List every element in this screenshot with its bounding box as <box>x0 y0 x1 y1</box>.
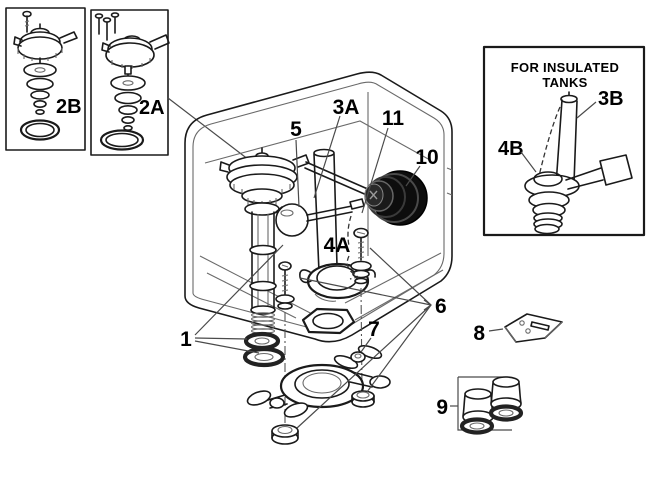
bolt-caps-kit <box>457 376 524 435</box>
float-pivot-ball <box>275 203 309 237</box>
callout-3a: 3A <box>333 96 360 119</box>
tank-to-bowl-gasket <box>246 363 391 418</box>
inset-cap-kit-2a: 2A <box>90 9 254 164</box>
insulated-tube-leader <box>576 101 597 119</box>
tank-bolt-left <box>275 261 295 310</box>
callout-8: 8 <box>473 322 485 345</box>
insulated-title-line2: TANKS <box>542 75 587 90</box>
tank-bolt-right <box>350 227 372 285</box>
inset-cap-kit-2b: 2B <box>5 7 86 151</box>
screws-icon <box>94 12 120 41</box>
inset-2a-label: 2A <box>139 97 165 119</box>
trip-lever-block <box>504 313 563 343</box>
insulated-flapper-label: 4B <box>498 138 524 160</box>
hex-nut-left <box>271 424 299 445</box>
screw-icon <box>22 10 32 33</box>
fill-valve-cap <box>219 147 310 216</box>
refill-tube <box>304 161 371 197</box>
centerline-right <box>360 287 363 391</box>
insulated-flapper-leader <box>520 151 537 173</box>
shank-washers <box>242 331 286 368</box>
float-ball <box>364 170 428 226</box>
inset-2b-label: 2B <box>56 96 82 118</box>
fill-valve-assembly <box>219 147 371 368</box>
callout-1: 1 <box>180 328 192 351</box>
lock-nut <box>301 307 356 335</box>
insulated-tube-label: 3B <box>598 88 624 110</box>
leader-10 <box>405 165 421 187</box>
inset-2a-frame <box>90 9 169 156</box>
bolt-cap-left <box>459 388 495 435</box>
callout-11: 11 <box>382 107 405 130</box>
leader-lines <box>194 115 504 429</box>
tank-edge-ticks <box>446 167 453 196</box>
callout-labels: 1 5 3A 11 10 4A 6 7 8 9 <box>180 96 485 419</box>
callout-6: 6 <box>435 295 447 318</box>
leader-3a <box>313 115 341 199</box>
valve-cap-icon <box>101 34 170 69</box>
valve-cap-icon <box>13 23 78 62</box>
bolt-cap-right <box>488 376 524 422</box>
callout-7: 7 <box>368 318 380 341</box>
inset-insulated-tanks: FOR INSULATED TANKS 3B 4B <box>482 45 646 237</box>
callout-4a: 4A <box>324 234 351 257</box>
callout-10: 10 <box>415 146 438 169</box>
inset-2b-frame <box>5 7 86 151</box>
tank-inner-rim <box>204 120 431 164</box>
float-clip-cross <box>369 190 378 200</box>
dash-refill <box>347 215 352 247</box>
o-ring-inner <box>25 122 55 138</box>
wing-nut <box>333 344 383 370</box>
leader-6 <box>296 247 433 429</box>
leader-8 <box>488 328 504 332</box>
washer-stack-icon <box>23 57 57 116</box>
leader-7 <box>360 337 372 353</box>
shank-threads <box>250 312 276 334</box>
overflow-tube <box>313 148 338 280</box>
o-ring-inner <box>105 132 139 148</box>
callout-5: 5 <box>290 118 302 141</box>
insulated-flush-valve-icon <box>524 91 633 235</box>
leader-1 <box>194 244 284 354</box>
inset-2a-leader <box>167 97 254 164</box>
leader-4a-arrow <box>346 255 360 280</box>
leader-11 <box>361 127 389 214</box>
hex-nut-right <box>351 390 375 408</box>
insulated-title-line1: FOR INSULATED <box>511 60 619 75</box>
rod-clip <box>349 198 365 210</box>
callout-9: 9 <box>436 396 448 419</box>
fill-valve-shank <box>249 211 277 334</box>
leader-5 <box>295 139 300 208</box>
insulated-frame <box>482 45 646 237</box>
